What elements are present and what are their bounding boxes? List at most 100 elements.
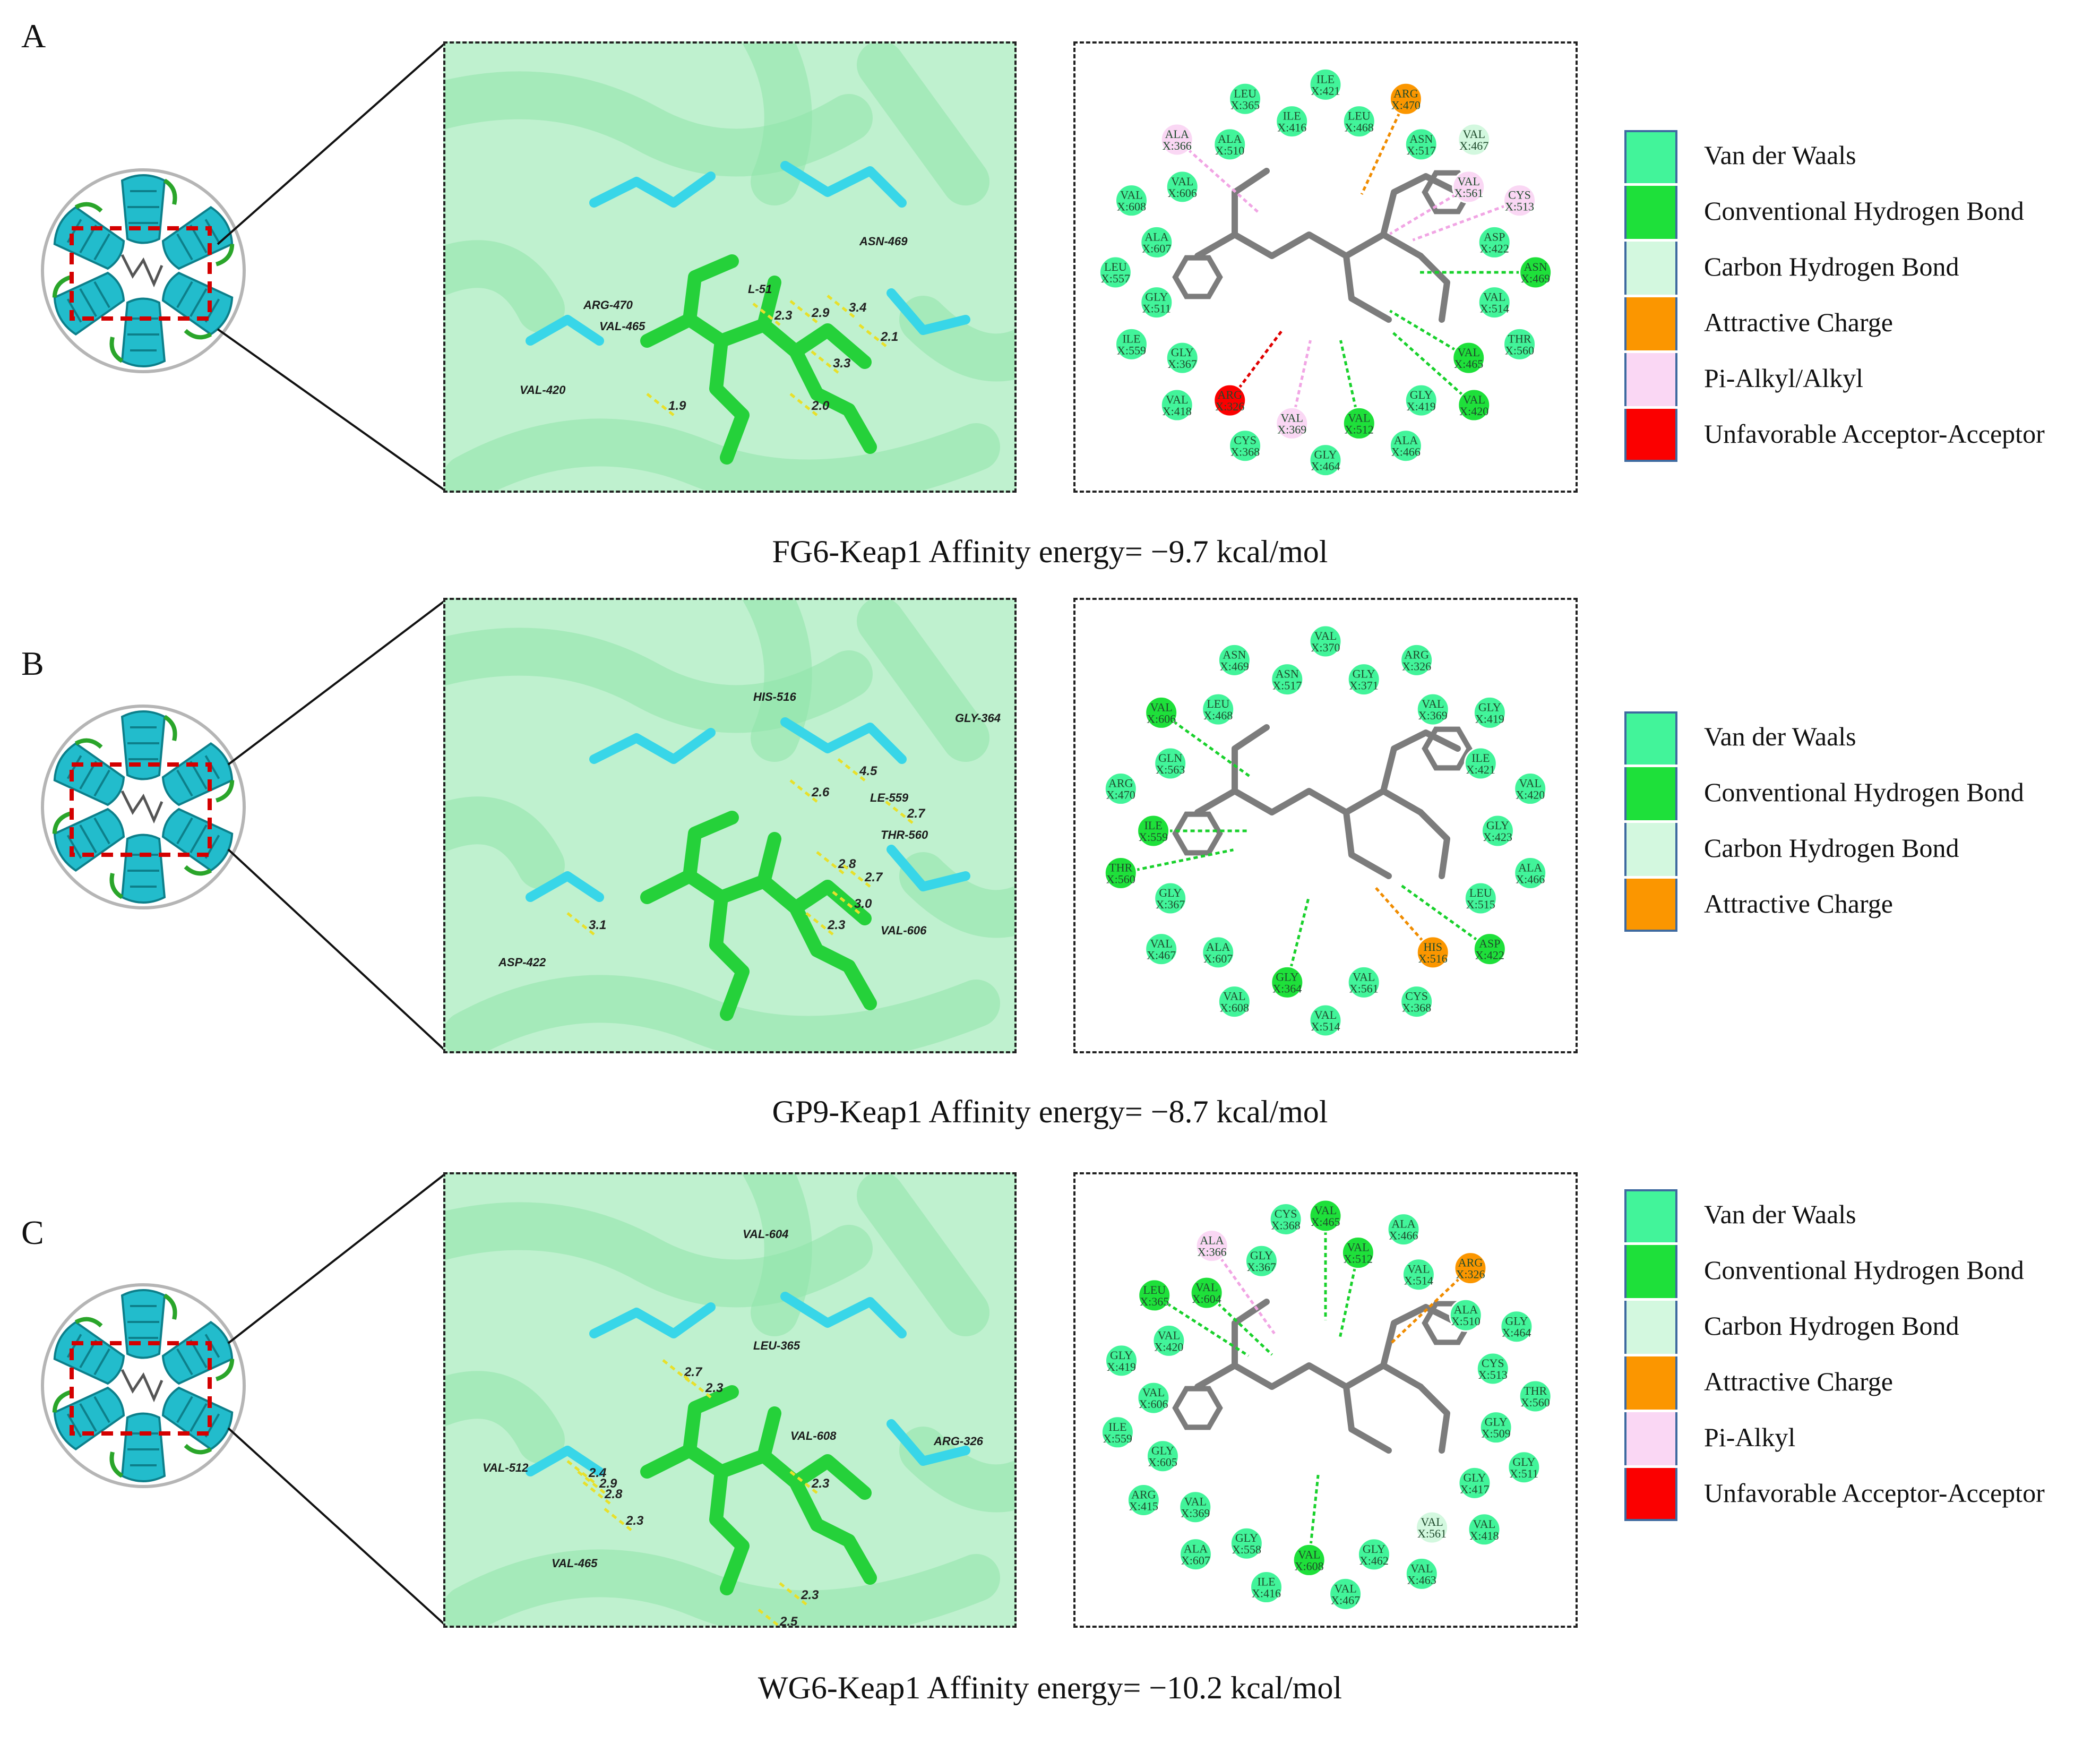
- zoom-lines: [217, 41, 447, 492]
- residue-name: VAL: [1473, 1517, 1495, 1531]
- residue-number: X:557: [1101, 272, 1130, 285]
- residue-number: X:559: [1139, 830, 1168, 844]
- interaction-line: [1339, 340, 1361, 424]
- residue-name: VAL: [1166, 393, 1188, 406]
- residue-number: X:466: [1391, 445, 1421, 459]
- residue-number: X:365: [1140, 1295, 1169, 1308]
- blade-shape: [53, 738, 125, 806]
- residue-number: X:470: [1391, 98, 1421, 111]
- residue-name: ARG: [1458, 1256, 1483, 1269]
- legend-item: Pi-Alkyl: [1624, 1412, 2081, 1468]
- legend-swatch: [1624, 242, 1677, 295]
- residue-name: VAL: [1519, 777, 1542, 790]
- residue-label: L-51: [748, 282, 772, 296]
- blade-shape: [161, 742, 235, 806]
- residue-name: VAL: [1150, 937, 1172, 950]
- legend-label: Carbon Hydrogen Bond: [1704, 1311, 1959, 1341]
- legend-item: Unfavorable Acceptor-Acceptor: [1624, 409, 2081, 465]
- distance-label: 2.3: [827, 918, 846, 932]
- legend-label: Conventional Hydrogen Bond: [1704, 196, 2024, 226]
- residue-name: ILE: [1283, 109, 1301, 123]
- residue-number: X:604: [1192, 1292, 1221, 1306]
- residue-number: X:607: [1203, 952, 1233, 965]
- residue-number: X:416: [1252, 1587, 1281, 1600]
- residue-name: ILE: [1122, 332, 1140, 345]
- residue-number: X:368: [1271, 1218, 1301, 1232]
- residue-name: VAL: [1158, 1328, 1180, 1342]
- distance-label: 2.9: [811, 306, 830, 320]
- residue-name: VAL: [1281, 411, 1303, 424]
- residue-number: X:514: [1311, 1020, 1340, 1033]
- residue-number: X:468: [1345, 121, 1374, 134]
- residue-number: X:465: [1454, 357, 1483, 371]
- legend-item: Van der Waals: [1624, 130, 2081, 186]
- legend-item: Attractive Charge: [1624, 1356, 2081, 1412]
- residue-number: X:510: [1451, 1315, 1481, 1328]
- residue-number: X:515: [1466, 898, 1495, 911]
- distance-label: 1.9: [668, 399, 686, 413]
- legend-swatch: [1624, 823, 1677, 876]
- residue-number: X:517: [1272, 679, 1302, 692]
- affinity-caption: FG6-Keap1 Affinity energy= −9.7 kcal/mol: [772, 534, 1328, 569]
- blade-shape: [121, 174, 177, 244]
- interaction-line: [1290, 340, 1312, 424]
- residue-number: X:369: [1181, 1507, 1210, 1520]
- residue-name: GLY: [1486, 819, 1509, 832]
- legend-item: Conventional Hydrogen Bond: [1624, 767, 2081, 823]
- legend-item: Pi-Alkyl/Alkyl: [1624, 353, 2081, 409]
- residue-label: GLY-364: [955, 711, 1001, 725]
- residue-number: X:511: [1510, 1467, 1538, 1480]
- residue-label: ARG-470: [583, 298, 633, 312]
- residue-number: X:466: [1389, 1229, 1418, 1242]
- ligand-skeleton: [1172, 724, 1473, 879]
- residue-name: ALA: [1391, 1217, 1415, 1231]
- ligand-stick: [789, 345, 877, 454]
- residue-number: X:560: [1521, 1396, 1550, 1409]
- residue-number: X:418: [1163, 405, 1192, 418]
- distance-label: 2.4: [588, 1466, 606, 1480]
- residue-number: X:469: [1220, 659, 1249, 673]
- residue-stick: [589, 728, 716, 764]
- protein-overview-icon: [41, 705, 246, 909]
- legend-swatch: [1624, 1245, 1677, 1298]
- residue-name: GLY: [1485, 1415, 1508, 1429]
- ligand-stick: [789, 1475, 877, 1585]
- residue-number: X:366: [1198, 1246, 1227, 1259]
- legend-swatch: [1624, 186, 1677, 239]
- residue-number: X:417: [1460, 1482, 1489, 1496]
- residue-number: X:606: [1139, 1397, 1168, 1411]
- residue-name: ILE: [1108, 1420, 1126, 1433]
- legend-swatch: [1624, 767, 1677, 820]
- residue-stick: [780, 717, 907, 764]
- residue-number: X:608: [1220, 1001, 1249, 1015]
- residue-name: ARG: [1404, 648, 1429, 661]
- residue-number: X:561: [1454, 186, 1483, 200]
- residue-label: HIS-516: [753, 690, 796, 703]
- residue-name: VAL: [1171, 175, 1193, 188]
- protein-overview-icon: [41, 1283, 246, 1488]
- residue-name: ILE: [1144, 819, 1162, 832]
